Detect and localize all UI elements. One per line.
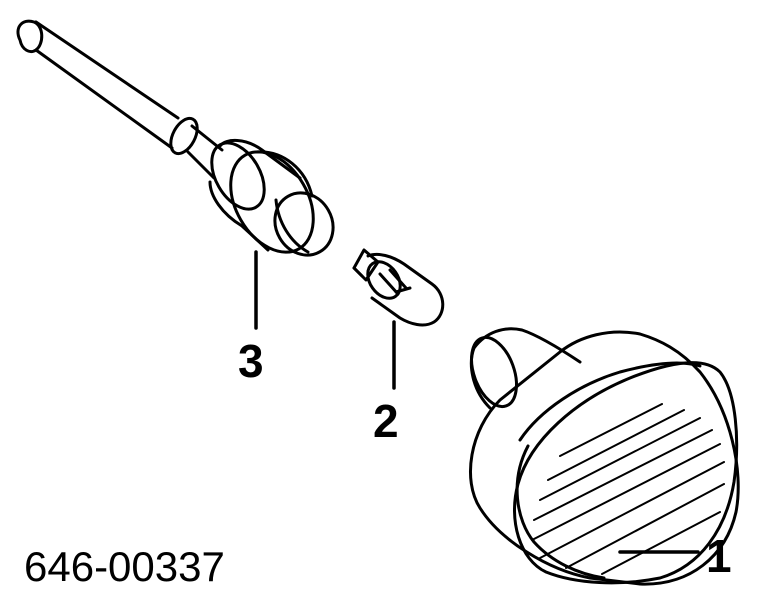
side-marker-lamp [469, 327, 740, 586]
socket-with-wire [16, 19, 335, 330]
callout-1: 1 [706, 530, 732, 582]
diagram-part-number: 646-00337 [24, 543, 225, 590]
wedge-bulb [352, 248, 445, 390]
callout-2: 2 [373, 395, 399, 447]
callout-3: 3 [238, 335, 264, 387]
